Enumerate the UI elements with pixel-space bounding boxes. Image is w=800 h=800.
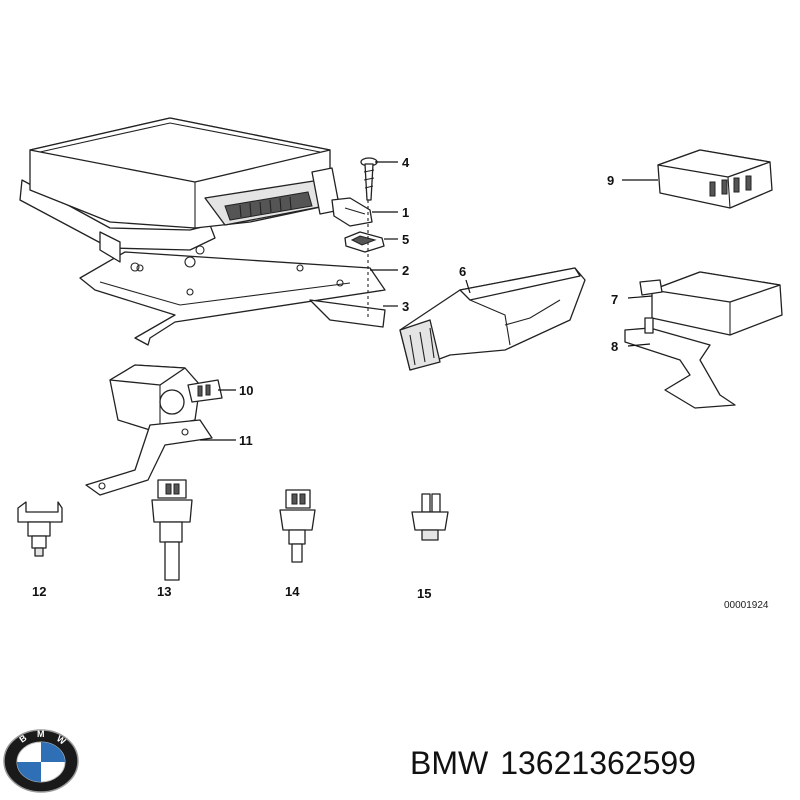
holder-clip	[331, 197, 373, 227]
callout-6: 6	[459, 264, 466, 279]
control-unit	[19, 117, 341, 272]
mounting-strap	[85, 419, 213, 496]
callout-11: 11	[239, 433, 253, 448]
relay-box	[657, 149, 773, 209]
mounting-bracket-plate	[79, 251, 386, 346]
screw	[360, 157, 378, 201]
callout-15: 15	[417, 586, 431, 601]
temperature-sender	[279, 489, 316, 563]
reference-code: 00001924	[724, 600, 769, 611]
callout-2: 2	[402, 263, 409, 278]
clamp	[344, 231, 385, 253]
svg-text:B: B	[17, 732, 28, 744]
callout-14: 14	[285, 584, 300, 599]
bmw-logo-icon: B M W	[3, 729, 79, 793]
leader-lines	[200, 161, 658, 441]
callout-9: 9	[607, 173, 614, 188]
callouts: 4 1 5 2 3 6 9 7 8 10 11 12 13 14 15 0000…	[32, 155, 769, 611]
callout-5: 5	[402, 232, 409, 247]
svg-text:M: M	[37, 729, 45, 739]
switch-sensor	[411, 493, 449, 541]
connector-cover	[399, 267, 586, 371]
temperature-switch	[17, 501, 63, 557]
callout-10: 10	[239, 383, 253, 398]
part-caption: BMW 13621362599	[410, 738, 795, 788]
module-bracket	[624, 317, 736, 409]
callout-13: 13	[157, 584, 171, 599]
callout-3: 3	[402, 299, 409, 314]
callout-1: 1	[402, 205, 409, 220]
control-module	[639, 271, 783, 336]
brand-name: BMW	[410, 745, 489, 781]
callout-12: 12	[32, 584, 46, 599]
part-number: 13621362599	[500, 745, 696, 781]
temperature-sensor	[151, 479, 193, 581]
callout-8: 8	[611, 339, 618, 354]
sensor-unit	[109, 364, 223, 431]
callout-4: 4	[402, 155, 410, 170]
callout-7: 7	[611, 292, 618, 307]
